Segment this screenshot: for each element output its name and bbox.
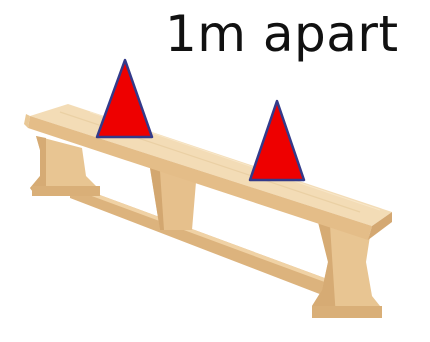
cone-marker-right: [250, 101, 304, 180]
cone-marker-left: [97, 60, 152, 137]
